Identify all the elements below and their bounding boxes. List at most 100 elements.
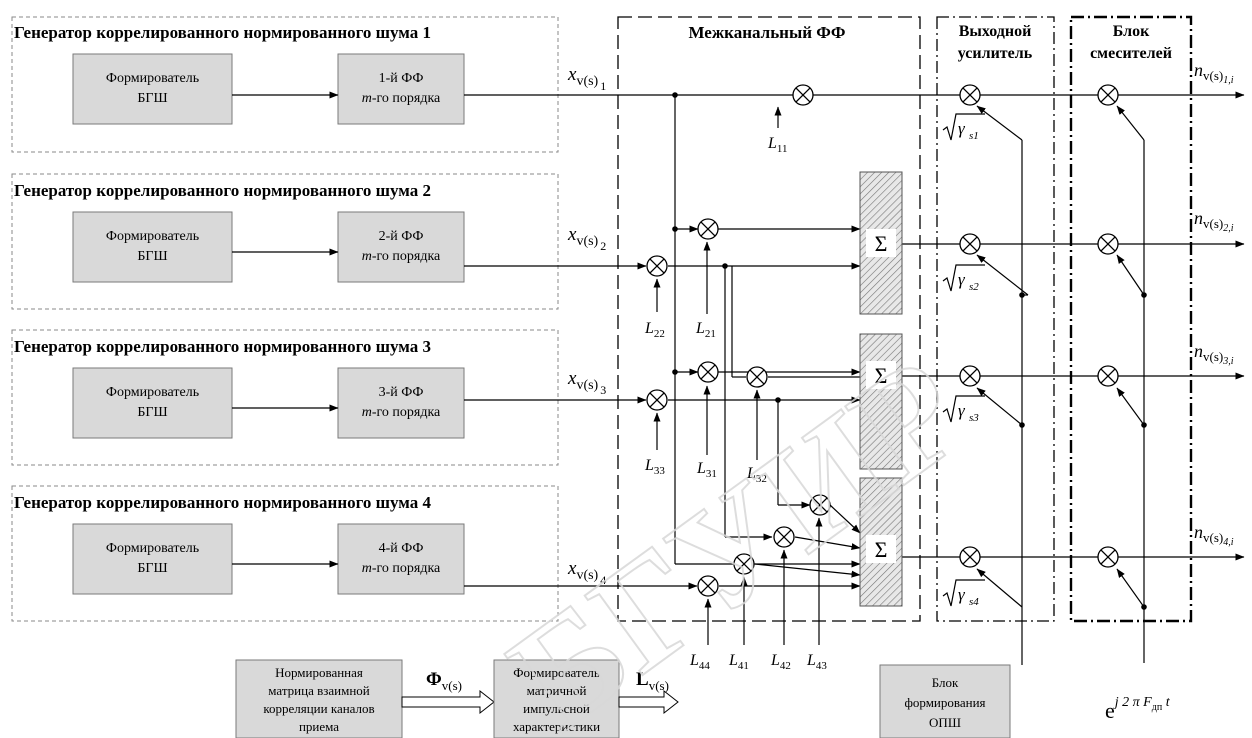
source-label-line2: БГШ [137, 405, 167, 420]
bgsh-source-block [72, 523, 233, 595]
shaping-filter-block [337, 523, 465, 595]
svg-text:характеристики: характеристики [513, 719, 600, 734]
svg-text:s1: s1 [969, 130, 979, 142]
input-label-1: xv(s)1 [567, 64, 606, 93]
generator-frame [11, 16, 559, 153]
mixers-block-frame [1069, 15, 1193, 623]
coef-label-l42: L42 [770, 652, 791, 672]
source-label-line1: Формирователь [106, 71, 199, 86]
coef-label-l21: L21 [695, 320, 716, 340]
svg-text:s3: s3 [969, 412, 979, 424]
generator-title: Генератор коррелированного нормированног… [14, 337, 431, 356]
mixer-4 [1097, 546, 1119, 568]
bgsh-source-block [72, 53, 233, 125]
svg-text:Формирователь: Формирователь [513, 665, 600, 680]
svg-text:γ: γ [958, 585, 966, 604]
filter-label-line1: 4-й ФФ [379, 541, 424, 556]
generator-3: Генератор коррелированного нормированног… [11, 329, 559, 466]
coef-label-l41: L41 [728, 652, 749, 672]
signal-wiring [464, 91, 1245, 665]
coef-label-l44: L44 [689, 652, 710, 672]
filter-label-line1: 3-й ФФ [379, 385, 424, 400]
multiplier [646, 389, 668, 411]
amplifier-multiplier-2 [959, 233, 981, 255]
svg-text:Нормированная: Нормированная [275, 665, 363, 680]
exp-reference-label: ej 2 π Fдп t [1105, 695, 1171, 723]
multiplier [746, 366, 768, 388]
output-label-4: nv(s)4,i [1194, 522, 1234, 548]
mixer-1 [1097, 84, 1119, 106]
svg-text:Блок: Блок [932, 675, 959, 690]
opsh-forming-block: Блок формирования ОПШ [879, 664, 1011, 738]
source-label-line2: БГШ [137, 249, 167, 264]
impulse-response-block: Формирователь матричной импульсной харак… [493, 659, 620, 738]
coef-label-l33: L33 [644, 457, 665, 477]
gain-label-3: γ s3 [942, 395, 985, 424]
phi-label: Φv(s) [426, 669, 462, 693]
generator-title: Генератор коррелированного нормированног… [14, 493, 432, 512]
multiplier [809, 494, 831, 516]
multiplier [697, 575, 719, 597]
amplifier-multiplier-4 [959, 546, 981, 568]
coef-label-l32: L32 [746, 465, 767, 485]
input-label-4: xv(s)4 [567, 558, 606, 587]
interchannel-filter-title: Межканальный ФФ [688, 23, 845, 42]
shaping-filter-block [337, 367, 465, 439]
gain-label-2: γ s2 [942, 264, 985, 293]
filter-label-line2: m-го порядка [362, 405, 441, 420]
shaping-filter-block [337, 53, 465, 125]
sum-symbol: Σ [875, 231, 888, 256]
output-amplifier-title-line1: Выходной [959, 23, 1032, 40]
generator-frame [11, 485, 559, 622]
output-amplifier-frame [936, 16, 1055, 622]
mixers-block-title-line2: смесителей [1090, 45, 1172, 62]
svg-text:приема: приема [299, 719, 339, 734]
svg-text:матрица взаимной: матрица взаимной [268, 683, 370, 698]
generator-title: Генератор коррелированного нормированног… [14, 23, 431, 42]
l-label: Lv(s) [636, 669, 669, 693]
sum-symbol: Σ [875, 363, 888, 388]
multiplier [646, 255, 668, 277]
filter-label-line1: 1-й ФФ [379, 71, 424, 86]
mixer-3 [1097, 365, 1119, 387]
svg-text:γ: γ [958, 401, 966, 420]
summator-4: Σ [859, 477, 903, 607]
svg-text:матричной: матричной [527, 683, 587, 698]
svg-text:ОПШ: ОПШ [929, 715, 961, 730]
l-transfer-arrow [618, 689, 679, 715]
gain-label-1: γ s1 [942, 113, 985, 142]
mixers-block-title-line1: Блок [1113, 23, 1150, 40]
coef-label-l31: L31 [696, 460, 717, 480]
source-label-line2: БГШ [137, 561, 167, 576]
summator-3: Σ [859, 333, 903, 470]
shaping-filter-block [337, 211, 465, 283]
amplifier-multiplier-1 [959, 84, 981, 106]
svg-text:γ: γ [958, 270, 966, 289]
sum-symbol: Σ [875, 537, 888, 562]
input-label-2: xv(s)2 [567, 224, 606, 253]
output-label-2: nv(s)2,i [1194, 208, 1234, 234]
bgsh-source-block [72, 211, 233, 283]
filter-label-line2: m-го порядка [362, 91, 441, 106]
phi-transfer-arrow [401, 689, 495, 715]
correlation-matrix-block: Нормированная матрица взаимной корреляци… [235, 659, 403, 738]
svg-text:s2: s2 [969, 281, 979, 293]
coef-label-l22: L22 [644, 320, 665, 340]
input-label-3: xv(s)3 [567, 368, 606, 397]
generator-frame [11, 173, 559, 310]
coef-label-l43: L43 [806, 652, 827, 672]
svg-text:корреляции каналов: корреляции каналов [263, 701, 374, 716]
output-label-1: nv(s)1,i [1194, 60, 1234, 86]
bgsh-source-block [72, 367, 233, 439]
coef-label-l11: L11 [767, 135, 788, 155]
source-label-line1: Формирователь [106, 385, 199, 400]
mixer-2 [1097, 233, 1119, 255]
amplifier-multiplier-3 [959, 365, 981, 387]
filter-label-line2: m-го порядка [362, 561, 441, 576]
filter-label-line1: 2-й ФФ [379, 229, 424, 244]
svg-text:γ: γ [958, 119, 966, 138]
multiplier [773, 526, 795, 548]
generator-2: Генератор коррелированного нормированног… [11, 173, 559, 310]
filter-label-line2: m-го порядка [362, 249, 441, 264]
